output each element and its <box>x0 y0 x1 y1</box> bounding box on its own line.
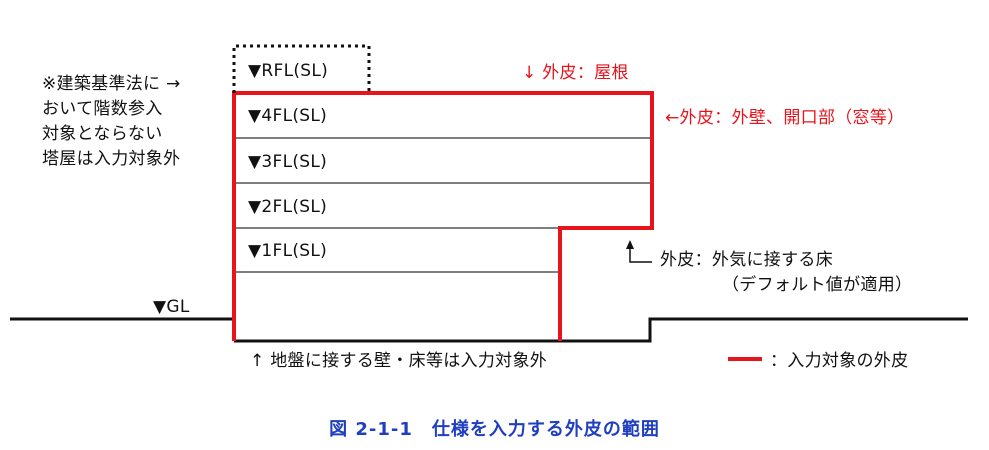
floor-label-4fl: ▼4FL(SL) <box>248 106 328 126</box>
roof-label: ↓ 外皮：屋根 <box>522 63 629 83</box>
envelope-outline <box>232 91 654 341</box>
floor-arrow-hook <box>629 245 652 263</box>
ground-line-right <box>560 317 968 343</box>
floor-label-1fl: ▼1FL(SL) <box>248 241 328 261</box>
legend-label: ：入力対象の外皮 <box>770 351 909 371</box>
floor-arrow-head <box>626 240 634 249</box>
note-line-1: ※建築基準法に → <box>42 74 181 94</box>
note-line-3: 対象とならない <box>42 124 163 144</box>
floor-label-rfl: ▼RFL(SL) <box>248 61 329 81</box>
figure-caption: 図 2-1-1 仕様を入力する外皮の範囲 <box>329 419 660 440</box>
note-line-2: おいて階数参入 <box>42 99 163 119</box>
floor-label-2fl: ▼2FL(SL) <box>248 197 328 217</box>
wall-label: ←外皮：外壁、開口部（窓等） <box>665 108 905 128</box>
floor-exposed-note: （デフォルト値が適用） <box>722 275 913 295</box>
floor-label-3fl: ▼3FL(SL) <box>248 152 328 172</box>
floor-exposed-label: 外皮：外気に接する床 <box>660 250 833 270</box>
penthouse-dotted <box>232 44 371 93</box>
gl-label: ▼GL <box>153 297 190 317</box>
note-line-4: 塔屋は入力対象外 <box>42 149 181 169</box>
ground-contact-label: ↑ 地盤に接する壁・床等は入力対象外 <box>250 351 548 371</box>
